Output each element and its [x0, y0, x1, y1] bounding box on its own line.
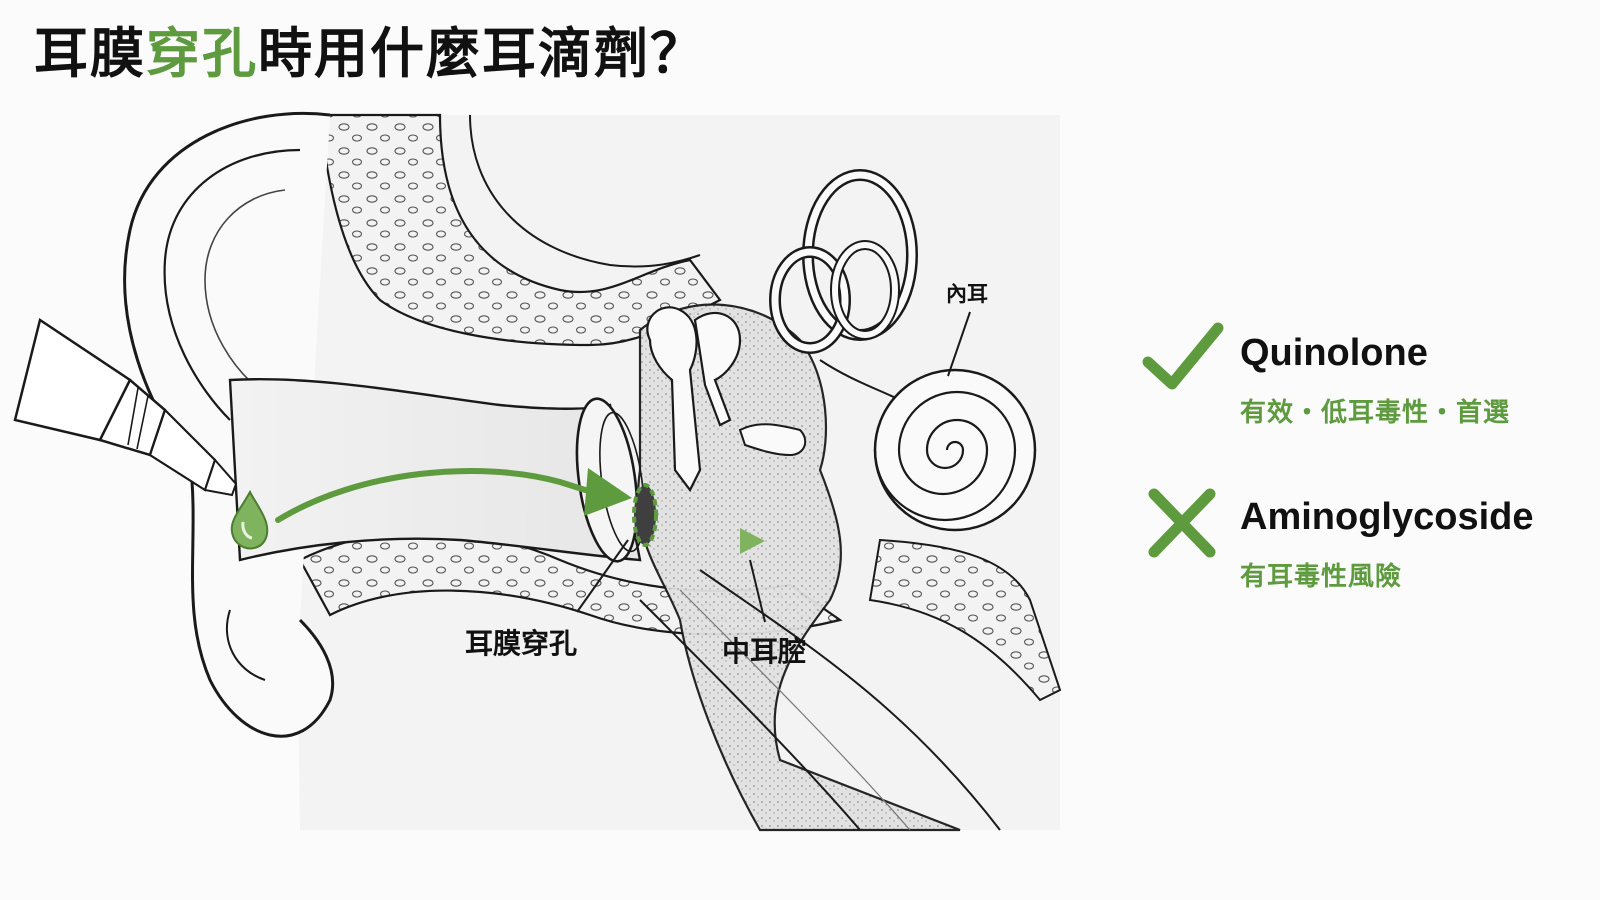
page-title: 耳膜穿孔時用什麼耳滴劑？: [34, 22, 706, 87]
option-quinolone: Quinolone 有效・低耳毒性・首選: [1140, 318, 1580, 438]
label-inner-ear: 內耳: [946, 282, 988, 306]
option-desc: 有耳毒性風險: [1240, 562, 1403, 592]
ossicles: [646, 306, 807, 493]
flow-arrow: [275, 467, 601, 523]
title-accent: 穿孔: [146, 22, 258, 85]
cochlea: [873, 368, 1037, 532]
label-perforation: 耳膜穿孔: [465, 627, 578, 660]
option-name: Aminoglycoside: [1240, 496, 1534, 538]
check-icon: [1142, 322, 1224, 390]
title-part2: 時用什麼耳滴劑？: [258, 22, 706, 85]
option-aminoglycoside: Aminoglycoside 有耳毒性風險: [1140, 482, 1580, 602]
title-part1: 耳膜: [34, 22, 146, 85]
ear-anatomy-illustration: [13, 111, 1062, 832]
label-middle-ear: 中耳腔: [722, 635, 807, 668]
semicircular-canals: [769, 169, 918, 354]
option-name: Quinolone: [1240, 332, 1428, 374]
ear-drop: [230, 489, 269, 550]
ear-drop-bottle: [13, 317, 238, 497]
option-desc: 有效・低耳毒性・首選: [1240, 398, 1511, 428]
perforation-hole: [632, 483, 658, 547]
auricle: [123, 111, 335, 738]
eardrum: [575, 397, 639, 563]
x-icon: [1148, 488, 1216, 558]
